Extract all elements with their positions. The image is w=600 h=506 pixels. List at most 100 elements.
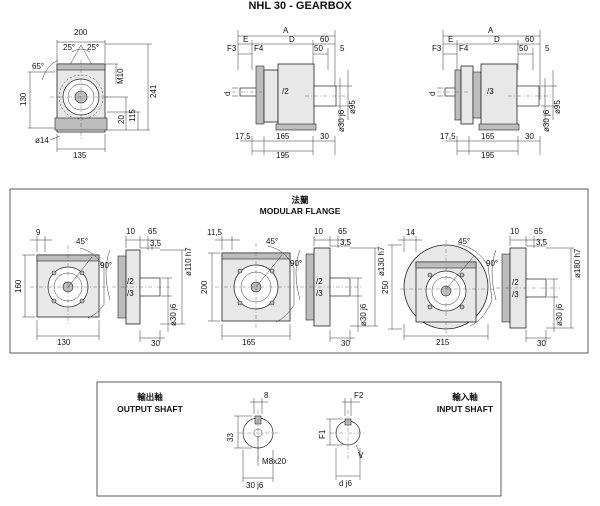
f2-dim-30: 30 [341, 339, 350, 348]
flange-set-1: 9 45° 160 130 10 65 3,5 90° /2 /3 ø110 h… [14, 227, 193, 348]
dim-30-1: 30 [320, 132, 329, 141]
f1-dim-130: 130 [57, 338, 71, 347]
input-shaft-en: INPUT SHAFT [437, 404, 494, 414]
dim-f4-1: F4 [254, 44, 264, 53]
angle-25-right: 25° [87, 43, 99, 52]
angle-65: 65° [32, 62, 44, 71]
ratio-label-2: /3 [487, 87, 494, 96]
dim-241: 241 [149, 84, 158, 98]
dim-135: 135 [73, 151, 87, 160]
input-shaft-drawing: F2 F1 V d j6 [318, 391, 366, 488]
dim-m10: M10 [116, 68, 125, 84]
dim-165-1: 165 [276, 132, 290, 141]
flange-set-3: 14 45° 250 215 10 65 3,5 90° /2 /3 ø180 … [381, 227, 582, 348]
dim-33: 33 [226, 433, 235, 442]
f1-dim-10: 10 [126, 227, 135, 236]
dim-shaft-d-1: d [223, 92, 232, 96]
angle-25-left: 25° [63, 43, 75, 52]
output-shaft-cn: 輸出軸 [137, 392, 163, 402]
output-shaft-drawing: 8 33 M8x20 30 j6 [226, 391, 287, 490]
dim-f3-2: F3 [432, 44, 442, 53]
dim-m8x20: M8x20 [262, 457, 287, 466]
dim-8: 8 [264, 391, 269, 400]
dim-5-1: 5 [340, 44, 345, 53]
dim-f2: F2 [354, 391, 364, 400]
dim-d-1: D [289, 35, 295, 44]
dim-60-2: 60 [525, 35, 534, 44]
f2-angle-90: 90° [290, 259, 302, 268]
dim-50-1: 50 [314, 44, 323, 53]
f3-ratio-2: /2 [512, 278, 519, 287]
dim-f1: F1 [318, 429, 327, 439]
dim-115: 115 [128, 109, 137, 122]
dim-130: 130 [19, 92, 28, 106]
dim-d95-1: ø95 [348, 100, 357, 114]
f3-dim-35: 3,5 [536, 238, 548, 247]
f1-ratio-3: /3 [127, 289, 134, 298]
modular-flange-frame [9, 188, 589, 354]
ratio-label-1: /2 [282, 87, 289, 96]
dim-30-j6: 30 j6 [246, 481, 264, 490]
output-shaft-en: OUTPUT SHAFT [117, 404, 183, 414]
f1-dim-160: 160 [14, 279, 23, 293]
dim-175-1: 17,5 [235, 132, 251, 141]
f2-ratio-3: /3 [316, 289, 323, 298]
dim-d95-2: ø95 [553, 100, 562, 114]
f1-dim-35: 3,5 [150, 239, 162, 248]
dim-200: 200 [74, 28, 88, 37]
dim-a-2: A [488, 26, 494, 35]
dim-60-1: 60 [320, 35, 329, 44]
dim-d14: ø14 [35, 136, 49, 145]
dim-e-2: E [448, 35, 453, 44]
dim-195-2: 195 [481, 151, 495, 160]
f1-dim-dia30: ø30 j6 [169, 303, 178, 326]
f3-dim-dia30: ø30 j6 [555, 303, 564, 326]
flange-title-cn: 法蘭 [291, 195, 309, 205]
f3-angle-45: 45° [458, 237, 470, 246]
dim-d30-1: ø30 j6 [337, 109, 346, 132]
f2-dim-115: 11,5 [207, 228, 223, 237]
dim-shaft-d-2: d [428, 92, 437, 96]
dim-175-2: 17,5 [440, 132, 456, 141]
f2-angle-45: 45° [266, 237, 278, 246]
dim-50-2: 50 [519, 44, 528, 53]
f2-dim-dia130: ø130 h7 [377, 246, 386, 276]
f1-dim-9: 9 [36, 228, 41, 237]
dim-d-2: D [494, 35, 500, 44]
f3-dim-250: 250 [381, 280, 390, 294]
dim-e-1: E [243, 35, 248, 44]
f1-angle-90: 90° [100, 261, 112, 270]
f2-ratio-2: /2 [316, 277, 323, 286]
f1-dim-dia110: ø110 h7 [184, 247, 193, 276]
dim-f3-1: F3 [227, 44, 237, 53]
dim-165-2: 165 [481, 132, 495, 141]
dim-195-1: 195 [276, 151, 290, 160]
f3-dim-215: 215 [436, 338, 450, 347]
flange-set-2: 11,5 45° 200 165 10 65 3,5 90° /2 /3 ø13… [200, 227, 386, 348]
dim-v: V [358, 451, 364, 460]
f1-angle-45: 45° [76, 237, 88, 246]
f3-dim-30: 30 [537, 339, 546, 348]
shaft-frame [96, 381, 502, 497]
dim-20: 20 [117, 115, 126, 124]
f3-ratio-3: /3 [512, 290, 519, 299]
f3-dim-65: 65 [534, 227, 543, 236]
gearbox-front-view: 200 25° 25° 65° M10 130 241 115 20 ø14 1… [19, 28, 158, 160]
dim-5-2: 5 [545, 44, 550, 53]
dim-a-1: A [283, 26, 289, 35]
f3-dim-10: 10 [510, 227, 519, 236]
dim-30-2: 30 [525, 132, 534, 141]
f3-dim-14: 14 [406, 228, 415, 237]
f3-dim-dia180: ø180 h7 [573, 248, 582, 278]
f1-ratio-2: /2 [127, 277, 134, 286]
f1-dim-65: 65 [148, 227, 157, 236]
f2-dim-200: 200 [200, 280, 209, 294]
f2-dim-10: 10 [314, 227, 323, 236]
flange-title-en: MODULAR FLANGE [260, 206, 341, 216]
gearbox-side-view-1: A E D F3 F4 60 50 5 d /2 ø30 j6 ø95 17,5… [223, 26, 357, 160]
page-title: NHL 30 - GEARBOX [248, 0, 352, 12]
input-shaft-cn: 輸入軸 [452, 392, 478, 402]
dim-f4-2: F4 [459, 44, 469, 53]
f2-dim-65: 65 [338, 227, 347, 236]
